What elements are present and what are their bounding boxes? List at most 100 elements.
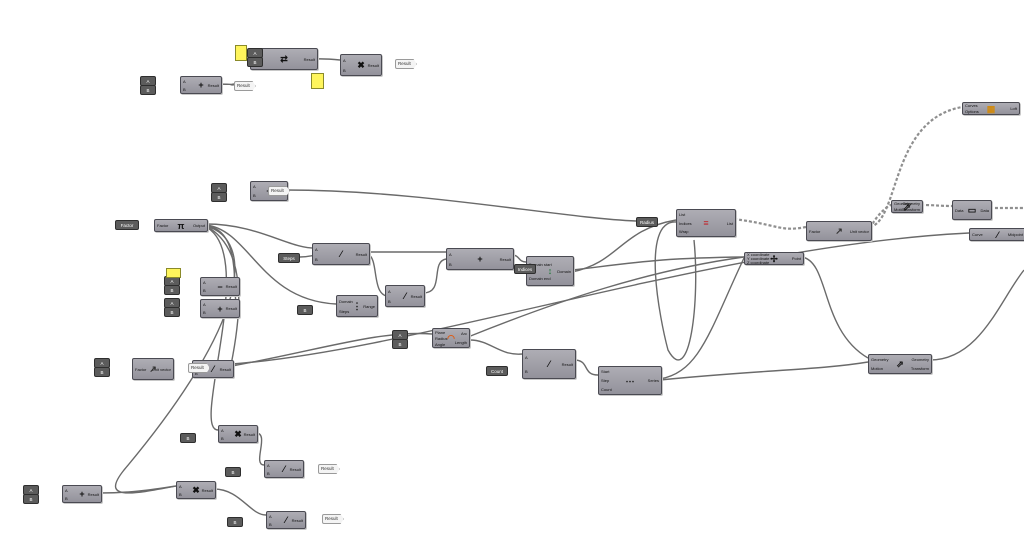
input-pin-label[interactable]: A [183,78,186,84]
input-pin-label[interactable]: A [269,513,272,519]
input-pin-label[interactable]: Z coordinate [747,259,770,265]
wire[interactable] [659,257,745,380]
input-pin-label[interactable]: B [449,261,452,267]
input-pin-label[interactable]: Wrap [679,229,689,235]
output-pin-label[interactable]: Result [499,256,511,262]
param-b[interactable]: B [164,307,180,317]
output-pin-label[interactable]: Output [192,223,205,228]
param-factor[interactable]: Factor [115,220,139,230]
input-pin-label[interactable]: Curves [965,103,978,109]
output-pin-label[interactable]: Series [647,378,659,383]
wire[interactable] [285,189,637,222]
input-pin-label[interactable]: Steps [339,308,350,314]
output-pin-label[interactable]: Length [454,340,467,345]
wire[interactable] [213,488,267,516]
wire[interactable] [203,225,228,431]
input-pin-label[interactable]: A [388,288,391,294]
input-pin-label[interactable]: B [203,310,206,316]
input-pin-label[interactable]: Domain start [529,261,552,267]
input-pin-label[interactable]: B [65,495,68,501]
param-b[interactable]: B [297,305,313,315]
output-pin-label[interactable]: Data [980,207,989,213]
input-pin-label[interactable]: Curve [972,232,983,237]
input-pin-label[interactable]: B [315,256,318,262]
wire[interactable] [255,432,265,466]
input-pin-label[interactable]: A [221,427,224,433]
output-pin-label[interactable]: Result [355,251,367,257]
output-pin-label[interactable]: Unit vector [151,366,171,372]
input-pin-label[interactable]: Y coordinate [747,256,770,261]
output-pin-label[interactable]: Unit vector [849,228,869,234]
input-pin-label[interactable]: Motion [894,206,907,212]
input-pin-label[interactable]: B [183,86,186,92]
wire[interactable] [231,232,970,365]
param-b[interactable]: B [140,85,156,95]
input-pin-label[interactable]: Count [601,387,612,392]
output-pin-label[interactable]: Result [87,491,99,497]
dashed-wire[interactable] [920,203,953,208]
output-pin-label[interactable]: List [726,220,733,226]
output-pin-label[interactable]: Transform [901,206,920,212]
output-pin-label[interactable]: Transform [910,366,929,371]
input-pin-label[interactable]: X coordinate [747,252,770,258]
input-pin-label[interactable]: Geometry [894,201,912,207]
wire[interactable] [929,269,1024,361]
param-b[interactable]: B [211,192,227,202]
output-pin-label[interactable]: Result [201,487,213,493]
dashed-wire[interactable] [733,217,807,230]
input-pin-label[interactable]: B [267,470,270,476]
output-pin-label[interactable]: Result [303,56,315,62]
wire[interactable] [469,339,523,355]
wire[interactable] [571,256,745,271]
wire[interactable] [205,224,337,305]
dashed-wire[interactable] [869,105,963,229]
input-pin-label[interactable]: B [221,435,224,441]
input-pin-label[interactable]: A [179,483,182,489]
input-pin-label[interactable]: A [203,301,206,307]
output-pin-label[interactable]: Result [561,361,573,367]
output-pin-label[interactable]: Result [225,306,237,311]
output-pin-label[interactable]: Arc [461,331,467,336]
wire[interactable] [511,254,527,263]
input-pin-label[interactable]: A [525,354,528,360]
param-steps[interactable]: Steps [278,253,300,263]
input-pin-label[interactable]: A [449,251,452,257]
input-pin-label[interactable]: Factor [135,366,147,372]
wire[interactable] [99,485,177,494]
wire[interactable] [659,361,869,381]
input-pin-label[interactable]: B [388,298,391,304]
input-pin-label[interactable]: Plane [435,329,446,335]
input-pin-label[interactable]: Geometry [871,357,889,362]
output-pin-label[interactable]: Result [225,284,237,289]
output-pin-label[interactable]: Geometry [911,357,929,362]
input-pin-label[interactable]: Radius [435,335,448,341]
param-radius[interactable]: Radius [636,217,658,227]
input-pin-label[interactable]: Factor [157,223,169,228]
input-pin-label[interactable]: List [679,211,686,217]
output-pin-label[interactable]: Result [207,82,219,88]
param-b[interactable]: B [94,367,110,377]
input-pin-label[interactable]: A [253,184,256,189]
wire[interactable] [205,223,319,249]
input-pin-label[interactable]: A [315,246,318,252]
output-pin-label[interactable]: Result [291,517,303,523]
input-pin-label[interactable]: Indices [679,220,692,226]
wire[interactable] [467,256,745,338]
